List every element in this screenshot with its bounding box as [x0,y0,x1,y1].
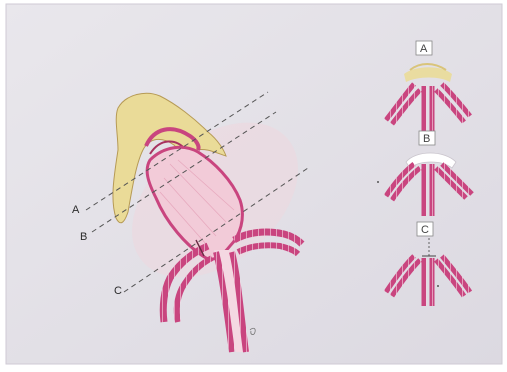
panel-b-label: B [423,133,430,145]
panel-c-label: C [421,224,429,236]
main-label-a: A [72,204,80,216]
main-label-b: B [80,231,87,243]
panel-a-label: A [420,43,428,55]
main-label-c: C [114,285,122,297]
